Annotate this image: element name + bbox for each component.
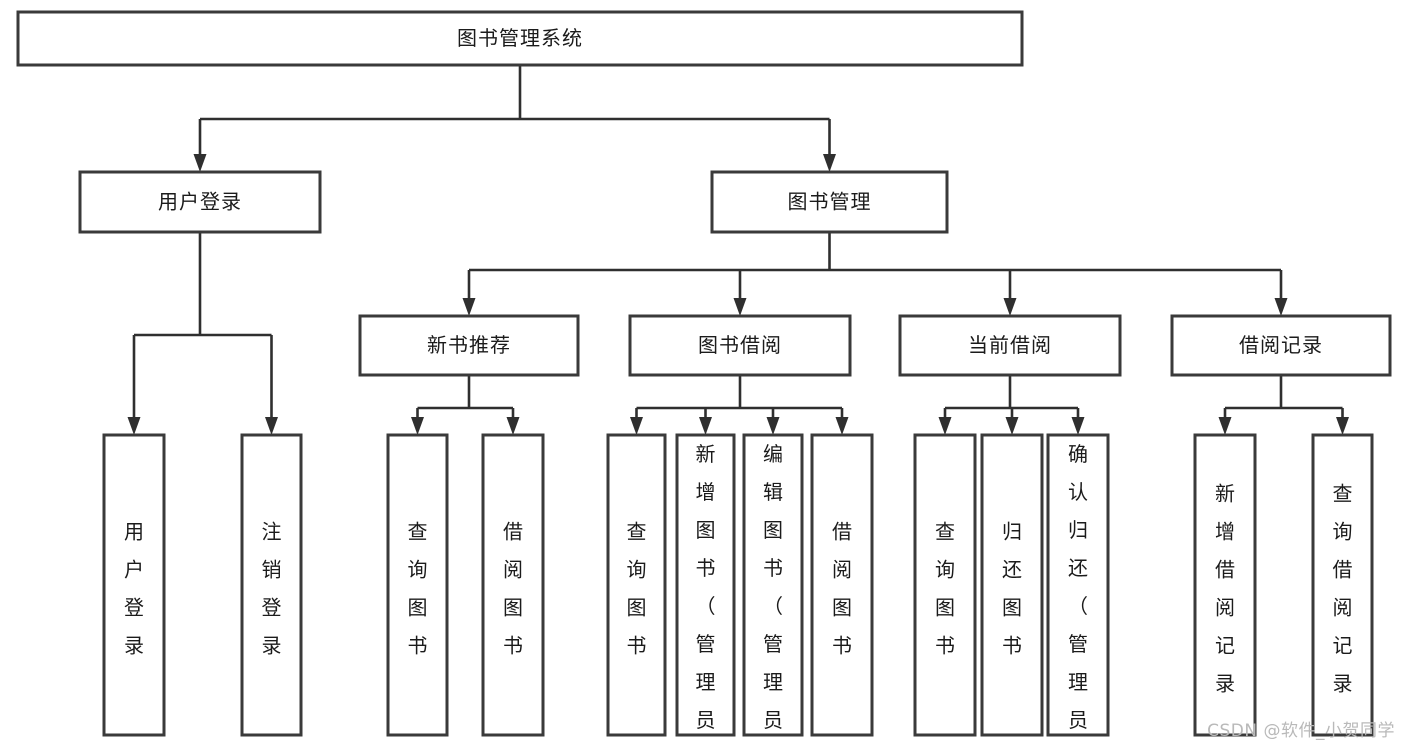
node-box: [980, 433, 1044, 737]
node-book-borrow[interactable]: 图书借阅: [628, 314, 852, 377]
connector-layer: [127, 65, 1349, 435]
arrow-head-icon: [506, 417, 520, 435]
arrow-head-icon: [835, 417, 849, 435]
node-box: [742, 433, 804, 737]
arrow-head-icon: [1336, 417, 1349, 435]
node-box: [1311, 433, 1374, 737]
node-bb-borrow-book[interactable]: 借阅图书: [810, 433, 874, 737]
arrow-head-icon: [699, 417, 712, 435]
node-user-logout[interactable]: 注销登录: [240, 433, 303, 737]
node-label: 查询图书: [408, 520, 428, 658]
node-box: [1193, 433, 1257, 737]
node-box: [1170, 314, 1392, 377]
node-label: 用户登录: [158, 190, 242, 214]
node-box: [628, 314, 852, 377]
arrow-head-icon: [766, 417, 780, 435]
node-box: [481, 433, 545, 737]
node-box: [358, 314, 580, 377]
node-box: [16, 10, 1024, 67]
node-borrow-records[interactable]: 借阅记录: [1170, 314, 1392, 377]
node-label: 编辑图书（管理员）: [763, 442, 783, 747]
node-label: 新增图书（管理员）: [696, 442, 716, 747]
node-label: 图书管理系统: [457, 26, 583, 50]
node-label: 归还图书: [1002, 520, 1022, 658]
node-label: 确认归还（管理员）: [1068, 442, 1088, 747]
node-label: 注销登录: [262, 520, 282, 658]
node-box: [710, 170, 949, 234]
arrow-head-icon: [462, 298, 476, 316]
node-label: 当前借阅: [968, 333, 1052, 357]
node-label: 查询图书: [627, 520, 647, 658]
node-box: [810, 433, 874, 737]
node-nb-query-book[interactable]: 查询图书: [386, 433, 449, 737]
arrow-head-icon: [733, 298, 747, 316]
node-current-borrow[interactable]: 当前借阅: [898, 314, 1122, 377]
arrow-head-icon: [1005, 417, 1019, 435]
node-label: 新增借阅记录: [1215, 482, 1235, 696]
node-label: 图书管理: [788, 190, 872, 214]
node-cb-query-book[interactable]: 查询图书: [913, 433, 977, 737]
arrow-head-icon: [1218, 417, 1232, 435]
node-label: 用户登录: [124, 520, 144, 658]
node-new-book-recommend[interactable]: 新书推荐: [358, 314, 580, 377]
node-box: [1046, 433, 1110, 737]
node-label: 图书借阅: [698, 333, 782, 357]
node-box: [675, 433, 736, 737]
node-label: 借阅图书: [503, 520, 523, 658]
arrow-head-icon: [630, 417, 643, 435]
node-cb-return-book[interactable]: 归还图书: [980, 433, 1044, 737]
node-label: 查询图书: [935, 520, 955, 658]
node-label: 借阅记录: [1239, 333, 1323, 357]
node-box: [78, 170, 322, 234]
node-nb-borrow-book[interactable]: 借阅图书: [481, 433, 545, 737]
arrow-head-icon: [411, 417, 424, 435]
node-br-query-record[interactable]: 查询借阅记录: [1311, 433, 1374, 737]
node-user-login-do[interactable]: 用户登录: [102, 433, 166, 737]
node-box: [102, 433, 166, 737]
arrow-head-icon: [1071, 417, 1085, 435]
arrow-head-icon: [823, 154, 836, 172]
node-bb-edit-book[interactable]: 编辑图书（管理员）: [742, 433, 804, 747]
node-label: 借阅图书: [832, 520, 852, 658]
node-box: [898, 314, 1122, 377]
arrow-head-icon: [1003, 298, 1017, 316]
csdn-watermark: CSDN @软件_小贺同学: [1207, 721, 1395, 741]
node-box: [386, 433, 449, 737]
node-bb-add-book[interactable]: 新增图书（管理员）: [675, 433, 736, 747]
node-label: 新书推荐: [427, 333, 511, 357]
arrow-head-icon: [193, 154, 207, 172]
arrow-head-icon: [265, 417, 278, 435]
node-cb-confirm-return[interactable]: 确认归还（管理员）: [1046, 433, 1110, 747]
node-box: [913, 433, 977, 737]
node-br-add-record[interactable]: 新增借阅记录: [1193, 433, 1257, 737]
node-box: [240, 433, 303, 737]
node-root[interactable]: 图书管理系统: [16, 10, 1024, 67]
node-label: 查询借阅记录: [1333, 482, 1353, 696]
node-bb-query-book[interactable]: 查询图书: [606, 433, 667, 737]
node-box: [606, 433, 667, 737]
node-user-login[interactable]: 用户登录: [78, 170, 322, 234]
arrow-head-icon: [1274, 298, 1288, 316]
arrow-head-icon: [938, 417, 952, 435]
node-book-management[interactable]: 图书管理: [710, 170, 949, 234]
arrow-head-icon: [127, 417, 141, 435]
